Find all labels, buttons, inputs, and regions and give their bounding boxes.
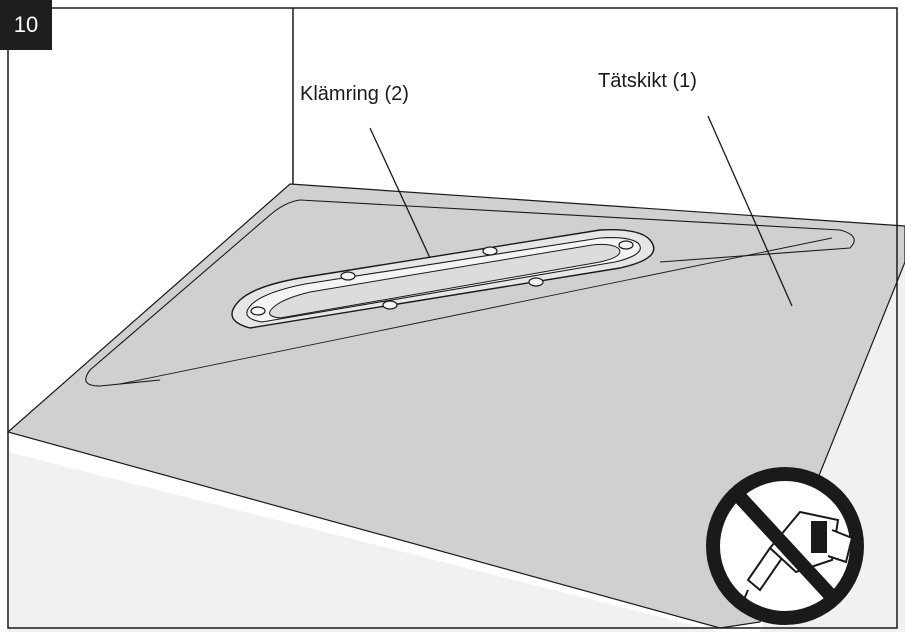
step-number-badge: 10 [0, 0, 52, 50]
left-wall [8, 8, 293, 430]
back-wall [293, 8, 905, 228]
membrane-diagonal-line [119, 237, 833, 385]
leader-line-clamp-ring [369, 127, 431, 259]
clamp-ring-label: Klämring (2) [300, 83, 409, 105]
membrane-fold-top [299, 199, 855, 263]
leader-line-sealing-layer [707, 115, 793, 307]
illustration-border [7, 7, 898, 629]
membrane-fold-left [85, 199, 301, 387]
front-face [8, 380, 905, 632]
sealing-layer-label: Tätskikt (1) [598, 70, 697, 92]
no-sealant-gun-icon [706, 467, 864, 625]
clamp-ring-screws [250, 240, 634, 316]
clamp-ring [231, 229, 655, 329]
